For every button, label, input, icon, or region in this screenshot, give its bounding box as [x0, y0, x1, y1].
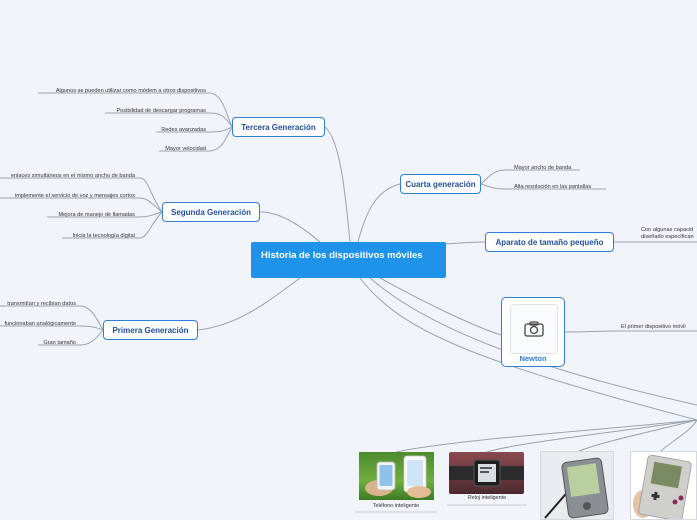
leaf-segunda-1[interactable]: enlaces simultáneos en el mismo ancho de… — [10, 173, 135, 179]
connector-segunda — [259, 211, 321, 243]
branch-label: Newton — [519, 354, 547, 363]
smartwatch-icon — [449, 459, 524, 487]
gallery-smartwatch-image[interactable] — [449, 452, 524, 494]
leaf-segunda-4[interactable]: Inicia la tecnología digital — [72, 233, 135, 239]
leaf-primera-3[interactable]: Gran tamaño — [43, 340, 76, 346]
branch-newton[interactable]: Newton — [501, 297, 565, 367]
camera-icon — [524, 321, 544, 337]
branch-label: Aparato de tamaño pequeño — [495, 237, 604, 247]
connector-gallery-4 — [659, 419, 697, 453]
branch-cuarta-generacion[interactable]: Cuarta generación — [400, 174, 481, 194]
leaf-cuarta-2[interactable]: Alta resolución en las pantallas — [514, 184, 592, 190]
branch-aparato-tamano-pequeno[interactable]: Aparato de tamaño pequeño — [485, 232, 614, 252]
connector-gallery-1 — [395, 419, 697, 453]
branch-label: Tercera Generación — [241, 122, 316, 132]
leaf-aparato-2[interactable]: diseñado específican — [641, 234, 694, 240]
gallery-smartphone-image[interactable] — [359, 452, 434, 500]
leaf-primera-1[interactable]: transmitían y recibían datos — [7, 301, 76, 307]
leaf-tercera-1[interactable]: Algunos se pueden utilizar como módem a … — [55, 88, 206, 94]
branch-tercera-generacion[interactable]: Tercera Generación — [232, 117, 325, 137]
connector-offscreen-1 — [369, 277, 697, 406]
leaf-primera-2[interactable]: funcionaban analógicamente — [4, 321, 76, 327]
gallery-gameboy-image[interactable] — [630, 451, 697, 520]
leaf-segunda-2[interactable]: implemente el servicio de voz y mensajes… — [14, 193, 135, 199]
connector-gallery-3 — [576, 419, 697, 453]
connector-cuarta — [357, 183, 401, 243]
central-topic-title: Historia de los dispositivos móviles — [261, 250, 423, 261]
leaf-tercera-3[interactable]: Redes avanzadas — [161, 127, 206, 133]
newton-image-placeholder — [510, 304, 558, 354]
connector-newton — [379, 277, 502, 336]
gallery-caption-2: Reloj inteligente — [467, 495, 507, 501]
branch-label: Primera Generación — [112, 325, 189, 335]
central-topic[interactable]: Historia de los dispositivos móviles — [251, 242, 446, 278]
leaf-tercera-4[interactable]: Mayor velocidad — [165, 146, 206, 152]
gameboy-icon — [633, 454, 692, 519]
branch-segunda-generacion[interactable]: Segunda Generación — [162, 202, 260, 222]
leaf-cuarta-1[interactable]: Mayor ancho de banda — [514, 165, 572, 171]
branch-label: Segunda Generación — [170, 207, 252, 217]
branch-label: Cuarta generación — [405, 179, 476, 189]
leaf-newton-1[interactable]: El primer dispositivo móvil — [621, 324, 686, 330]
leaf-tercera-2[interactable]: Posibilidad de descargar programas — [116, 108, 206, 114]
connector-offscreen-2 — [359, 277, 697, 421]
smartphone-icon — [365, 455, 431, 498]
connector-tercera — [324, 126, 351, 243]
leaf-aparato-1[interactable]: Con algunas capacid — [641, 227, 694, 233]
branch-primera-generacion[interactable]: Primera Generación — [103, 320, 198, 340]
leaf-segunda-3[interactable]: Mejora de manejo de llamadas — [58, 212, 136, 218]
connector-gallery-2 — [486, 419, 697, 453]
connector-aparato — [445, 241, 486, 245]
connector-primera — [197, 277, 301, 331]
gallery-pda-image[interactable] — [540, 451, 614, 520]
gallery-caption-1: Teléfono inteligente — [372, 503, 420, 509]
pda-icon — [544, 457, 609, 519]
